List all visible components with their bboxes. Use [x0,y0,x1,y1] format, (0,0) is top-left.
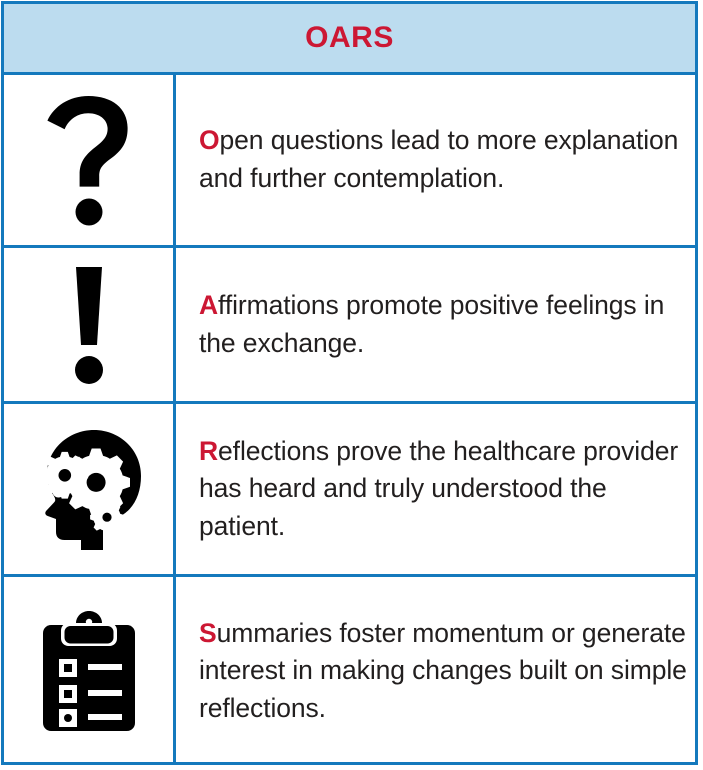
row-body-text: ffirmations promote positive feelings in… [199,289,665,358]
icon-cell-summaries [4,577,176,765]
table-row: Open questions lead to more explanation … [4,75,695,248]
row-text: Summaries foster momentum or generate in… [199,615,687,728]
row-text: Open questions lead to more explanation … [199,122,687,197]
table-header: OARS [4,4,695,75]
exclamation-mark-icon [74,266,103,384]
icon-cell-affirmations [4,248,176,401]
row-initial-letter: S [199,617,217,648]
row-text: Affirmations promote positive feelings i… [199,287,687,362]
table-row: Summaries foster momentum or generate in… [4,577,695,765]
table-row: Reflections prove the healthcare provide… [4,404,695,577]
icon-cell-open [4,75,176,245]
row-body-text: ummaries foster momentum or generate int… [199,617,687,723]
row-initial-letter: O [199,125,220,156]
row-initial-letter: R [199,435,219,466]
page-title: OARS [305,21,394,54]
text-cell-open: Open questions lead to more explanation … [176,75,695,245]
row-text: Reflections prove the healthcare provide… [199,433,687,546]
text-cell-affirmations: Affirmations promote positive feelings i… [176,248,695,401]
row-body-text: eflections prove the healthcare provider… [199,435,679,541]
table-row: Affirmations promote positive feelings i… [4,248,695,404]
row-initial-letter: A [199,289,219,320]
row-body-text: pen questions lead to more explanation a… [199,125,679,193]
text-cell-summaries: Summaries foster momentum or generate in… [176,577,695,765]
clipboard-checklist-icon [42,611,135,731]
head-with-gears-icon [40,430,141,550]
question-mark-icon [46,96,128,226]
text-cell-reflections: Reflections prove the healthcare provide… [176,404,695,574]
icon-cell-reflections [4,404,176,574]
